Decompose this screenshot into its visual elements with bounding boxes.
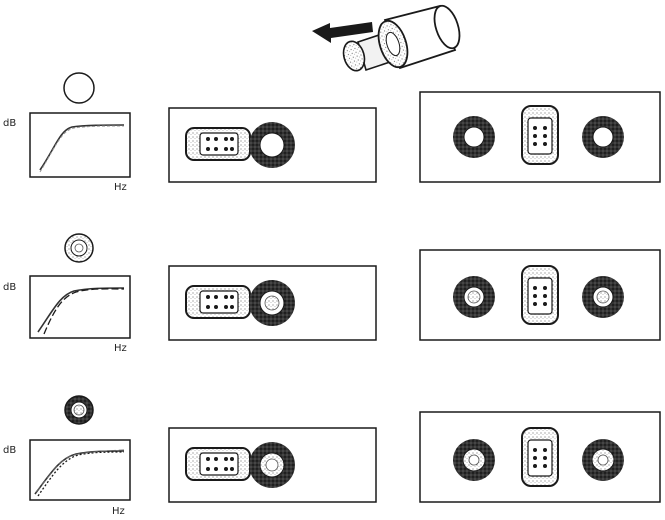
row-1: dB Hz	[3, 72, 661, 193]
eartip-icon	[249, 442, 295, 488]
eartip-icon	[249, 280, 295, 326]
cable-illustration	[312, 4, 461, 72]
tip-filled-icon	[64, 395, 94, 425]
earpiece-icon	[185, 285, 251, 319]
eartip-right-icon	[582, 116, 624, 158]
x-unit-label-2: Hz	[114, 343, 127, 354]
earpiece-icon	[185, 447, 251, 481]
earpiece-front-icon	[521, 427, 559, 487]
tip-hollow-icon	[63, 72, 95, 104]
x-unit-label-3: Hz	[112, 506, 125, 517]
y-unit-label-3: dB	[3, 445, 16, 456]
earpiece-icon	[185, 127, 251, 161]
x-unit-label-1: Hz	[114, 182, 127, 193]
side-view-panel-2	[168, 265, 377, 341]
front-view-panel-2	[419, 249, 661, 341]
row-3: dB Hz	[3, 395, 661, 517]
frequency-response-graph-3: dB Hz	[3, 439, 131, 517]
response-curve-1	[39, 124, 125, 171]
eartip-right-icon	[582, 439, 624, 481]
earpiece-front-icon	[521, 105, 559, 165]
eartip-left-icon	[453, 439, 495, 481]
frequency-response-graph-2: dB Hz	[3, 275, 131, 354]
side-view-panel-1	[168, 107, 377, 183]
eartip-right-icon	[582, 276, 624, 318]
y-unit-label-1: dB	[3, 118, 16, 129]
front-view-panel-3	[419, 411, 661, 503]
eartip-icon	[249, 122, 295, 168]
front-view-panel-1	[419, 91, 661, 183]
eartip-left-icon	[453, 116, 495, 158]
response-curve-2	[37, 287, 125, 333]
frequency-response-graph-1: dB Hz	[3, 112, 131, 193]
tip-ring-icon	[64, 233, 94, 263]
cable-icon	[342, 4, 461, 72]
y-unit-label-2: dB	[3, 282, 16, 293]
row-2: dB Hz	[3, 233, 661, 354]
earpiece-front-icon	[521, 265, 559, 325]
eartip-left-icon	[453, 276, 495, 318]
side-view-panel-3	[168, 427, 377, 503]
arrow-left-icon	[312, 22, 373, 43]
